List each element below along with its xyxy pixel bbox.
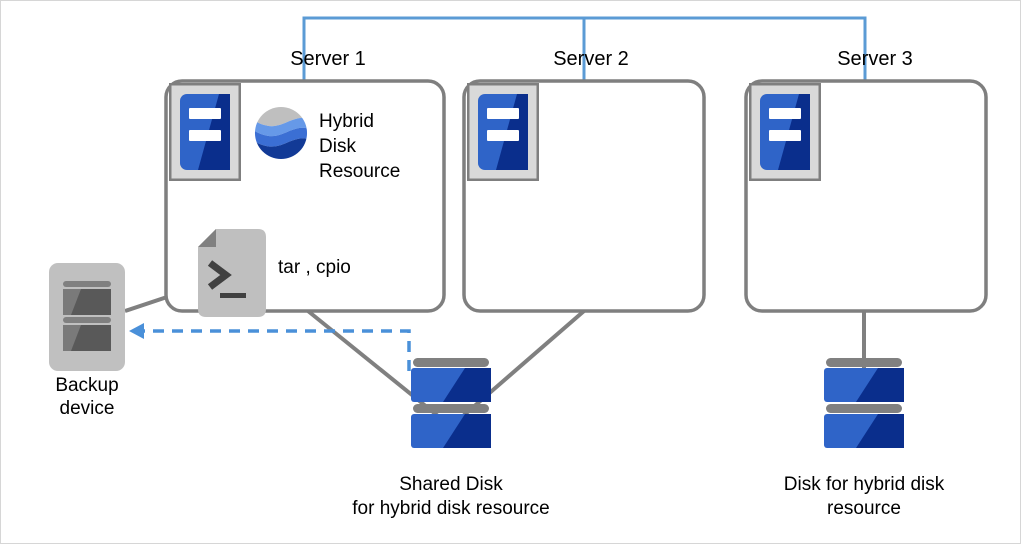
hybrid-disk-resource-line-2: Disk — [319, 136, 356, 157]
backup-device-label-line-2: device — [60, 398, 115, 419]
server-1-label: Server 1 — [290, 48, 366, 70]
hybrid-disk-group[interactable]: Disk for hybrid disk resource — [784, 358, 945, 519]
backup-device-label-line-1: Backup — [55, 375, 118, 396]
hybrid-disk-resource-line-3: Resource — [319, 161, 400, 182]
server-icon — [169, 83, 241, 181]
server-2-label: Server 2 — [553, 48, 629, 70]
hybrid-disk-resource-line-1: Hybrid — [319, 111, 374, 132]
backup-data-flow-arrow — [129, 323, 411, 371]
server-3-group[interactable]: Server 3 — [744, 48, 988, 313]
shared-disk-label-line-2: for hybrid disk resource — [352, 498, 549, 519]
server-3-label: Server 3 — [837, 48, 913, 70]
server-icon — [749, 83, 821, 181]
script-command-label: tar , cpio — [278, 257, 351, 278]
script-terminal-icon — [198, 229, 266, 317]
shared-disk-group[interactable]: Shared Disk for hybrid disk resource — [352, 358, 550, 519]
shared-disk-label-line-1: Shared Disk — [399, 474, 503, 495]
hybrid-disk-label-line-2: resource — [827, 498, 901, 519]
server-icon — [467, 83, 539, 181]
backup-device-icon[interactable] — [49, 263, 125, 371]
hybrid-disk-label-line-1: Disk for hybrid disk — [784, 474, 945, 495]
backup-device-group[interactable]: Backup device — [49, 263, 125, 419]
server-1-group[interactable]: Server 1 Hybrid Disk Resource tar , cpio — [164, 48, 446, 317]
server-2-group[interactable]: Server 2 — [462, 48, 706, 313]
interconnect-network-line — [302, 16, 867, 81]
disk-stack-icon[interactable] — [824, 358, 904, 448]
